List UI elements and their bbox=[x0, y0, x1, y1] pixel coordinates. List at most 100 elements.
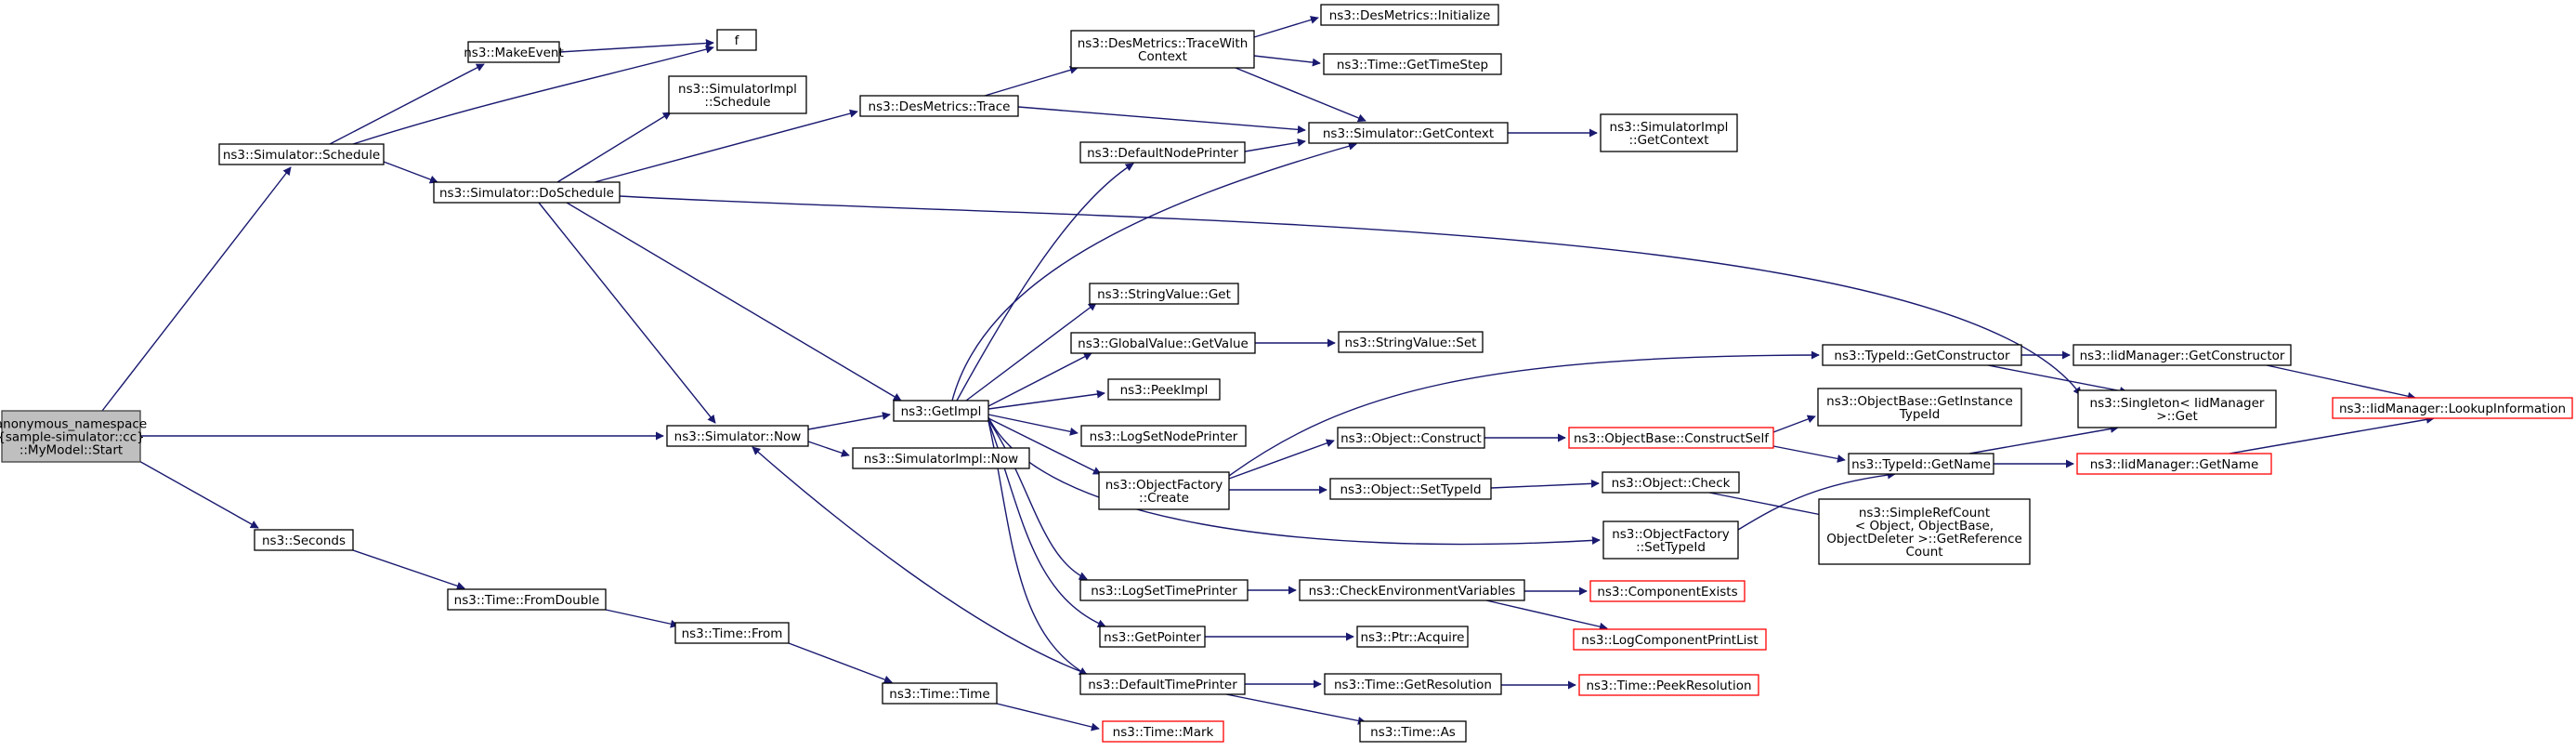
node-label: ::Create bbox=[1139, 491, 1189, 506]
node-seconds[interactable]: ns3::Seconds bbox=[254, 529, 354, 551]
node-component-exists[interactable]: ns3::ComponentExists bbox=[1589, 580, 1746, 602]
node-box bbox=[674, 622, 790, 644]
edge-getimpl-to-sim-getcontext bbox=[951, 141, 1357, 402]
call-edges bbox=[101, 16, 2435, 731]
node-ptr-acquire[interactable]: ns3::Ptr::Acquire bbox=[1356, 626, 1469, 648]
node-root[interactable]: anonymous_namespace{sample-simulator::cc… bbox=[0, 410, 147, 463]
node-log-component-printlist[interactable]: ns3::LogComponentPrintList bbox=[1573, 628, 1767, 651]
node-box bbox=[668, 75, 807, 114]
edge-getimpl-to-objfactory-settypeid bbox=[987, 416, 1601, 546]
edge-des-trace-ctx-to-time-gettimestep bbox=[1253, 55, 1321, 67]
node-label: >::Get bbox=[2156, 409, 2197, 424]
node-box bbox=[1070, 332, 1256, 354]
node-box bbox=[254, 529, 354, 551]
edge-root-to-sim-schedule bbox=[101, 166, 292, 412]
node-iidmgr-getconstructor[interactable]: ns3::IidManager::GetConstructor bbox=[2073, 344, 2292, 366]
node-objfactory-settypeid[interactable]: ns3::ObjectFactory::SetTypeId bbox=[1602, 520, 1739, 560]
node-box bbox=[467, 41, 560, 63]
node-sim-schedule[interactable]: ns3::Simulator::Schedule bbox=[218, 143, 385, 165]
node-time-mark[interactable]: ns3::Time::Mark bbox=[1102, 720, 1224, 743]
node-default-node-printer[interactable]: ns3::DefaultNodePrinter bbox=[1079, 141, 1246, 164]
node-default-time-printer[interactable]: ns3::DefaultTimePrinter bbox=[1079, 673, 1246, 695]
node-objbase-constructself[interactable]: ns3::ObjectBase::ConstructSelf bbox=[1568, 427, 1774, 449]
node-stringvalue-set[interactable]: ns3::StringValue::Set bbox=[1338, 331, 1484, 353]
node-simplerefcount[interactable]: ns3::SimpleRefCount< Object, ObjectBase,… bbox=[1818, 498, 2031, 565]
edge-object-check-to-simplerefcount bbox=[1708, 492, 1827, 519]
node-sim-doschedule[interactable]: ns3::Simulator::DoSchedule bbox=[433, 181, 621, 204]
node-objfactory-create[interactable]: ns3::ObjectFactory::Create bbox=[1098, 471, 1230, 510]
node-peekimpl[interactable]: ns3::PeekImpl bbox=[1107, 378, 1221, 401]
edge-default-node-printer-to-sim-getcontext bbox=[1244, 138, 1306, 152]
node-sim-now[interactable]: ns3::Simulator::Now bbox=[666, 425, 809, 447]
node-label: ns3::PeekImpl bbox=[1120, 383, 1209, 398]
node-label: ns3::Ptr::Acquire bbox=[1361, 630, 1465, 645]
node-box bbox=[2077, 389, 2277, 428]
node-getpointer[interactable]: ns3::GetPointer bbox=[1099, 626, 1206, 648]
node-label: ns3::Singleton< IidManager bbox=[2090, 396, 2265, 411]
node-f[interactable]: f bbox=[716, 29, 757, 51]
edge-sim-schedule-to-make-event bbox=[329, 63, 485, 145]
node-time-as[interactable]: ns3::Time::As bbox=[1359, 720, 1467, 743]
node-label: ns3::DesMetrics::Initialize bbox=[1329, 8, 1491, 23]
edge-object-settypeid-to-object-check bbox=[1490, 479, 1600, 489]
node-typeid-getname[interactable]: ns3::TypeId::GetName bbox=[1848, 453, 1994, 475]
node-time-peekresolution[interactable]: ns3::Time::PeekResolution bbox=[1578, 674, 1759, 696]
node-time-from[interactable]: ns3::Time::From bbox=[674, 622, 790, 644]
node-make-event[interactable]: ns3::MakeEvent bbox=[464, 41, 564, 63]
node-getimpl[interactable]: ns3::GetImpl bbox=[893, 400, 989, 422]
node-box bbox=[447, 588, 607, 611]
node-box bbox=[2073, 344, 2292, 366]
node-time-gettimestep[interactable]: ns3::Time::GetTimeStep bbox=[1323, 53, 1502, 75]
node-time-fromdouble[interactable]: ns3::Time::FromDouble bbox=[447, 588, 607, 611]
node-box bbox=[1102, 720, 1224, 743]
edge-time-time-to-time-mark bbox=[996, 703, 1100, 731]
node-log-set-node-printer[interactable]: ns3::LogSetNodePrinter bbox=[1080, 425, 1247, 447]
node-iidmgr-lookup[interactable]: ns3::IidManager::LookupInformation bbox=[2332, 397, 2573, 419]
node-time-time[interactable]: ns3::Time::Time bbox=[882, 682, 998, 705]
node-label: Count bbox=[1905, 545, 1942, 560]
node-label: ns3::DefaultNodePrinter bbox=[1087, 146, 1238, 161]
edge-default-time-printer-to-time-as bbox=[1225, 693, 1366, 725]
node-globalvalue-getvalue[interactable]: ns3::GlobalValue::GetValue bbox=[1070, 332, 1256, 354]
node-log-set-time-printer[interactable]: ns3::LogSetTimePrinter bbox=[1079, 579, 1249, 601]
node-box bbox=[1098, 471, 1230, 510]
node-des-trace[interactable]: ns3::DesMetrics::Trace bbox=[859, 95, 1019, 117]
node-check-env-vars[interactable]: ns3::CheckEnvironmentVariables bbox=[1299, 579, 1525, 601]
node-iidmgr-getname[interactable]: ns3::IidManager::GetName bbox=[2076, 453, 2272, 475]
node-stringvalue-get[interactable]: ns3::StringValue::Get bbox=[1089, 283, 1239, 305]
node-box bbox=[1338, 331, 1484, 353]
node-singleton-get[interactable]: ns3::Singleton< IidManager >::Get bbox=[2077, 389, 2277, 428]
edge-getimpl-to-log-set-time-printer bbox=[987, 419, 1088, 580]
node-label: ns3::Simulator::Schedule bbox=[223, 148, 380, 163]
node-label: ns3::LogComponentPrintList bbox=[1581, 633, 1758, 648]
node-label: ::Schedule bbox=[704, 95, 770, 110]
node-simimpl-now[interactable]: ns3::SimulatorImpl::Now bbox=[852, 447, 1030, 469]
node-box bbox=[1070, 30, 1255, 69]
node-label: ns3::Simulator::DoSchedule bbox=[439, 186, 614, 201]
node-label: TypeId bbox=[1899, 407, 1941, 422]
node-box bbox=[666, 425, 809, 447]
node-label: ns3::SimulatorImpl::Now bbox=[864, 452, 1018, 467]
node-object-settypeid[interactable]: ns3::Object::SetTypeId bbox=[1329, 478, 1492, 500]
node-des-init[interactable]: ns3::DesMetrics::Initialize bbox=[1320, 4, 1499, 26]
node-box bbox=[1356, 626, 1469, 648]
node-box bbox=[2332, 397, 2573, 419]
node-box bbox=[1079, 579, 1249, 601]
node-object-construct[interactable]: ns3::Object::Construct bbox=[1337, 427, 1485, 449]
edge-objbase-constructself-to-objbase-getinstancetypeid bbox=[1772, 415, 1816, 433]
node-simimpl-getcontext[interactable]: ns3::SimulatorImpl::GetContext bbox=[1600, 113, 1738, 152]
node-label: ::SetTypeId bbox=[1636, 540, 1706, 555]
node-typeid-getconstructor[interactable]: ns3::TypeId::GetConstructor bbox=[1822, 344, 2022, 366]
node-label: {sample-simulator::cc} bbox=[0, 430, 145, 445]
node-simimpl-schedule[interactable]: ns3::SimulatorImpl::Schedule bbox=[668, 75, 807, 114]
node-label: ns3::TypeId::GetConstructor bbox=[1834, 349, 2010, 363]
node-label: anonymous_namespace bbox=[0, 417, 147, 432]
node-sim-getcontext[interactable]: ns3::Simulator::GetContext bbox=[1308, 122, 1509, 144]
node-box bbox=[433, 181, 621, 204]
node-time-getresolution[interactable]: ns3::Time::GetResolution bbox=[1324, 673, 1502, 695]
edge-objbase-constructself-to-typeid-getname bbox=[1772, 445, 1846, 463]
node-object-check[interactable]: ns3::Object::Check bbox=[1602, 471, 1740, 494]
